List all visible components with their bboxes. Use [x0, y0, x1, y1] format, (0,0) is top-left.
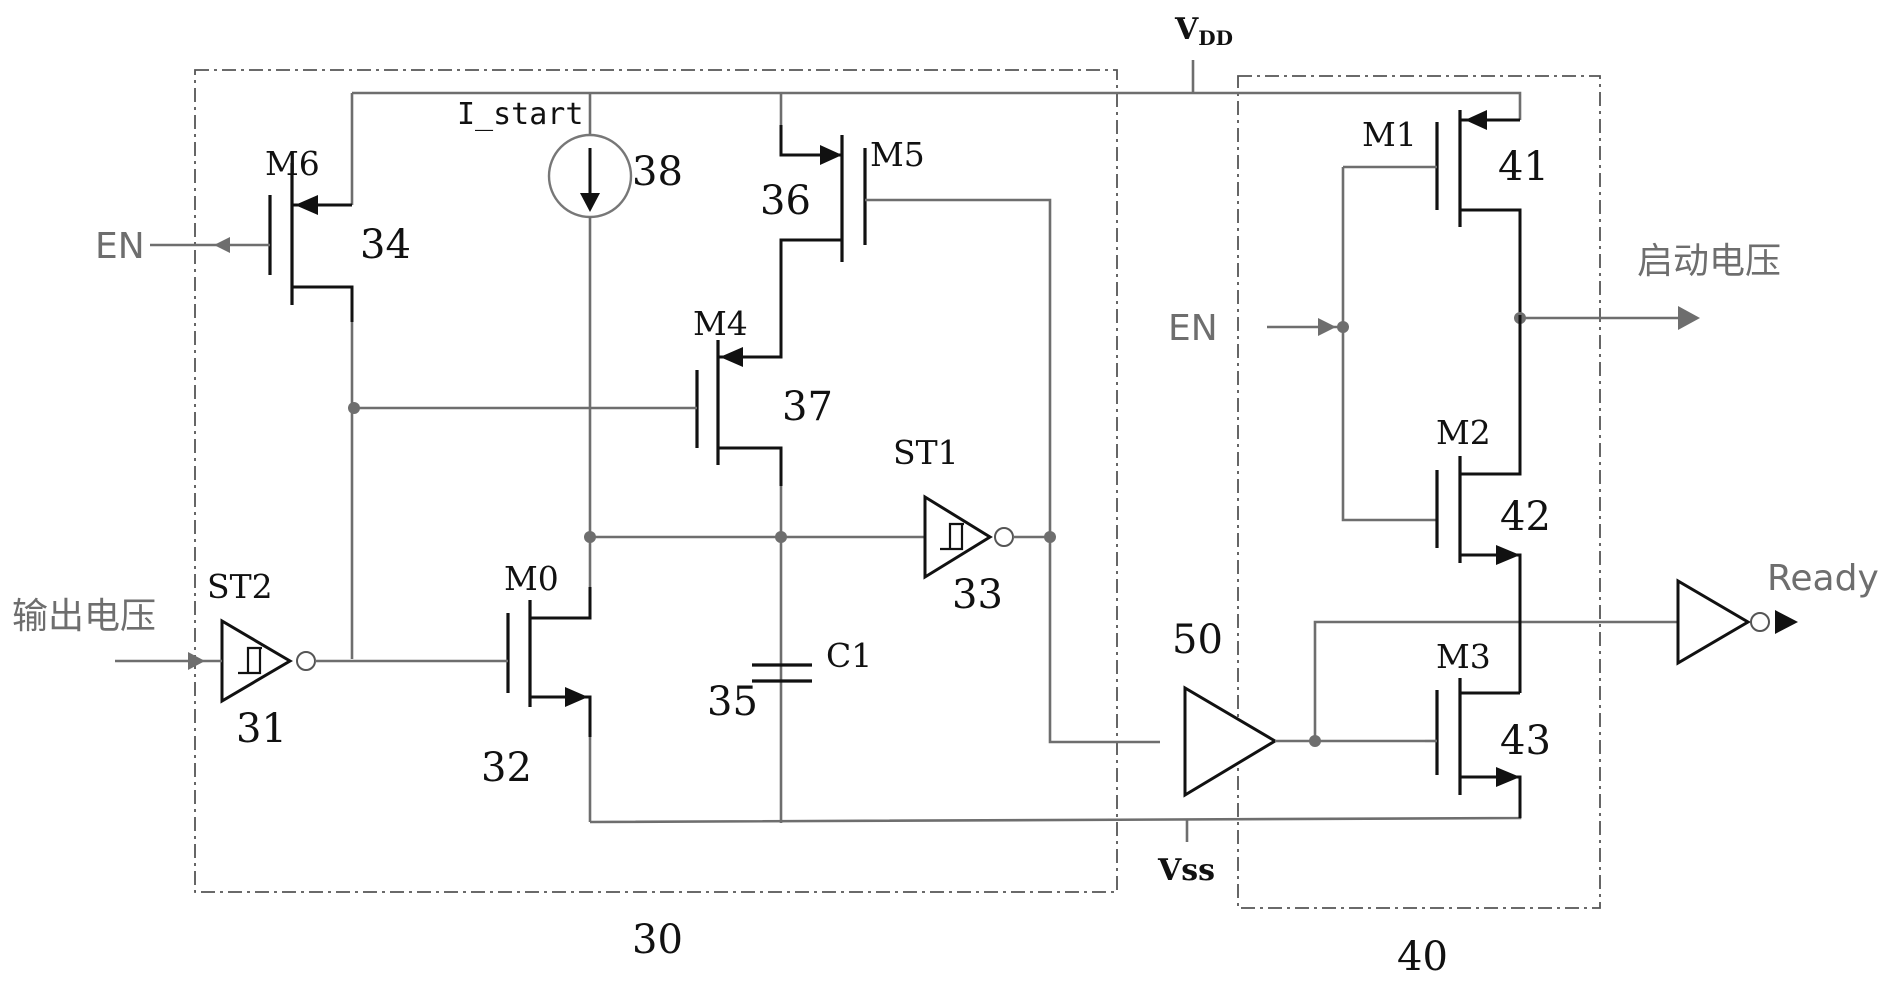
en-right-arrow: [1318, 318, 1336, 336]
vdd-label: VDD: [1174, 12, 1233, 50]
node-c1-top: [775, 531, 787, 543]
st1-name: ST1: [893, 433, 959, 472]
m1-ref: 41: [1498, 144, 1549, 190]
vss-rail: [589, 780, 1522, 824]
startup-voltage-label: 启动电压: [1637, 241, 1781, 282]
m2-transistor: [1435, 315, 1522, 588]
comparator-50-label: 50: [1172, 617, 1223, 663]
block-40-label: 40: [1397, 934, 1448, 980]
en-right-label: EN: [1168, 308, 1218, 349]
comparator-50: [1183, 620, 1678, 798]
m4-ref: 37: [782, 384, 833, 430]
m4-name: M4: [693, 304, 748, 343]
m3-ref: 43: [1500, 718, 1551, 764]
c1-name: C1: [826, 636, 872, 675]
en-gate-bus: [1341, 167, 1437, 522]
block-30-label: 30: [632, 917, 683, 963]
node-current-source: [584, 531, 596, 543]
ready-label: Ready: [1767, 558, 1879, 599]
m5-name: M5: [870, 135, 925, 174]
node-en-bus: [1337, 321, 1349, 333]
ready-buffer: [1676, 578, 1798, 666]
source-38-ref: 38: [632, 149, 683, 195]
m1-name: M1: [1362, 115, 1417, 154]
vss-label: Vss: [1157, 853, 1215, 888]
st2-ref: 31: [236, 706, 287, 752]
m2-name: M2: [1436, 413, 1491, 452]
m0-transistor: [506, 587, 592, 822]
m0-name: M0: [504, 559, 559, 598]
m2-ref: 42: [1500, 494, 1551, 540]
st1-ref: 33: [952, 572, 1003, 618]
m3-name: M3: [1436, 637, 1491, 676]
output-voltage-label: 输出电压: [12, 596, 156, 637]
m3-transistor: [1425, 678, 1522, 818]
m6-ref: 34: [360, 222, 411, 268]
m5-transistor: [779, 93, 1160, 744]
m6-name: M6: [265, 144, 320, 183]
st2-schmitt-trigger: [115, 618, 508, 704]
st1-schmitt-trigger: [923, 494, 1056, 580]
capacitor-c1: [752, 663, 812, 683]
st2-name: ST2: [207, 567, 273, 606]
current-source-38: [547, 93, 633, 587]
startup-voltage-arrow: [1678, 306, 1700, 330]
m6-transistor: [150, 93, 354, 322]
c1-ref: 35: [707, 679, 758, 725]
i-start-label: I_start: [457, 97, 583, 132]
block-30-boundary: [194, 69, 1118, 893]
vdd-rail: [352, 91, 1522, 120]
m0-ref: 32: [481, 745, 532, 791]
m5-ref: 36: [760, 178, 811, 224]
m4-transistor: [354, 315, 783, 823]
en-left-label: EN: [95, 226, 145, 267]
m1-transistor: [1343, 110, 1522, 315]
block-40-boundary: [1237, 75, 1601, 909]
